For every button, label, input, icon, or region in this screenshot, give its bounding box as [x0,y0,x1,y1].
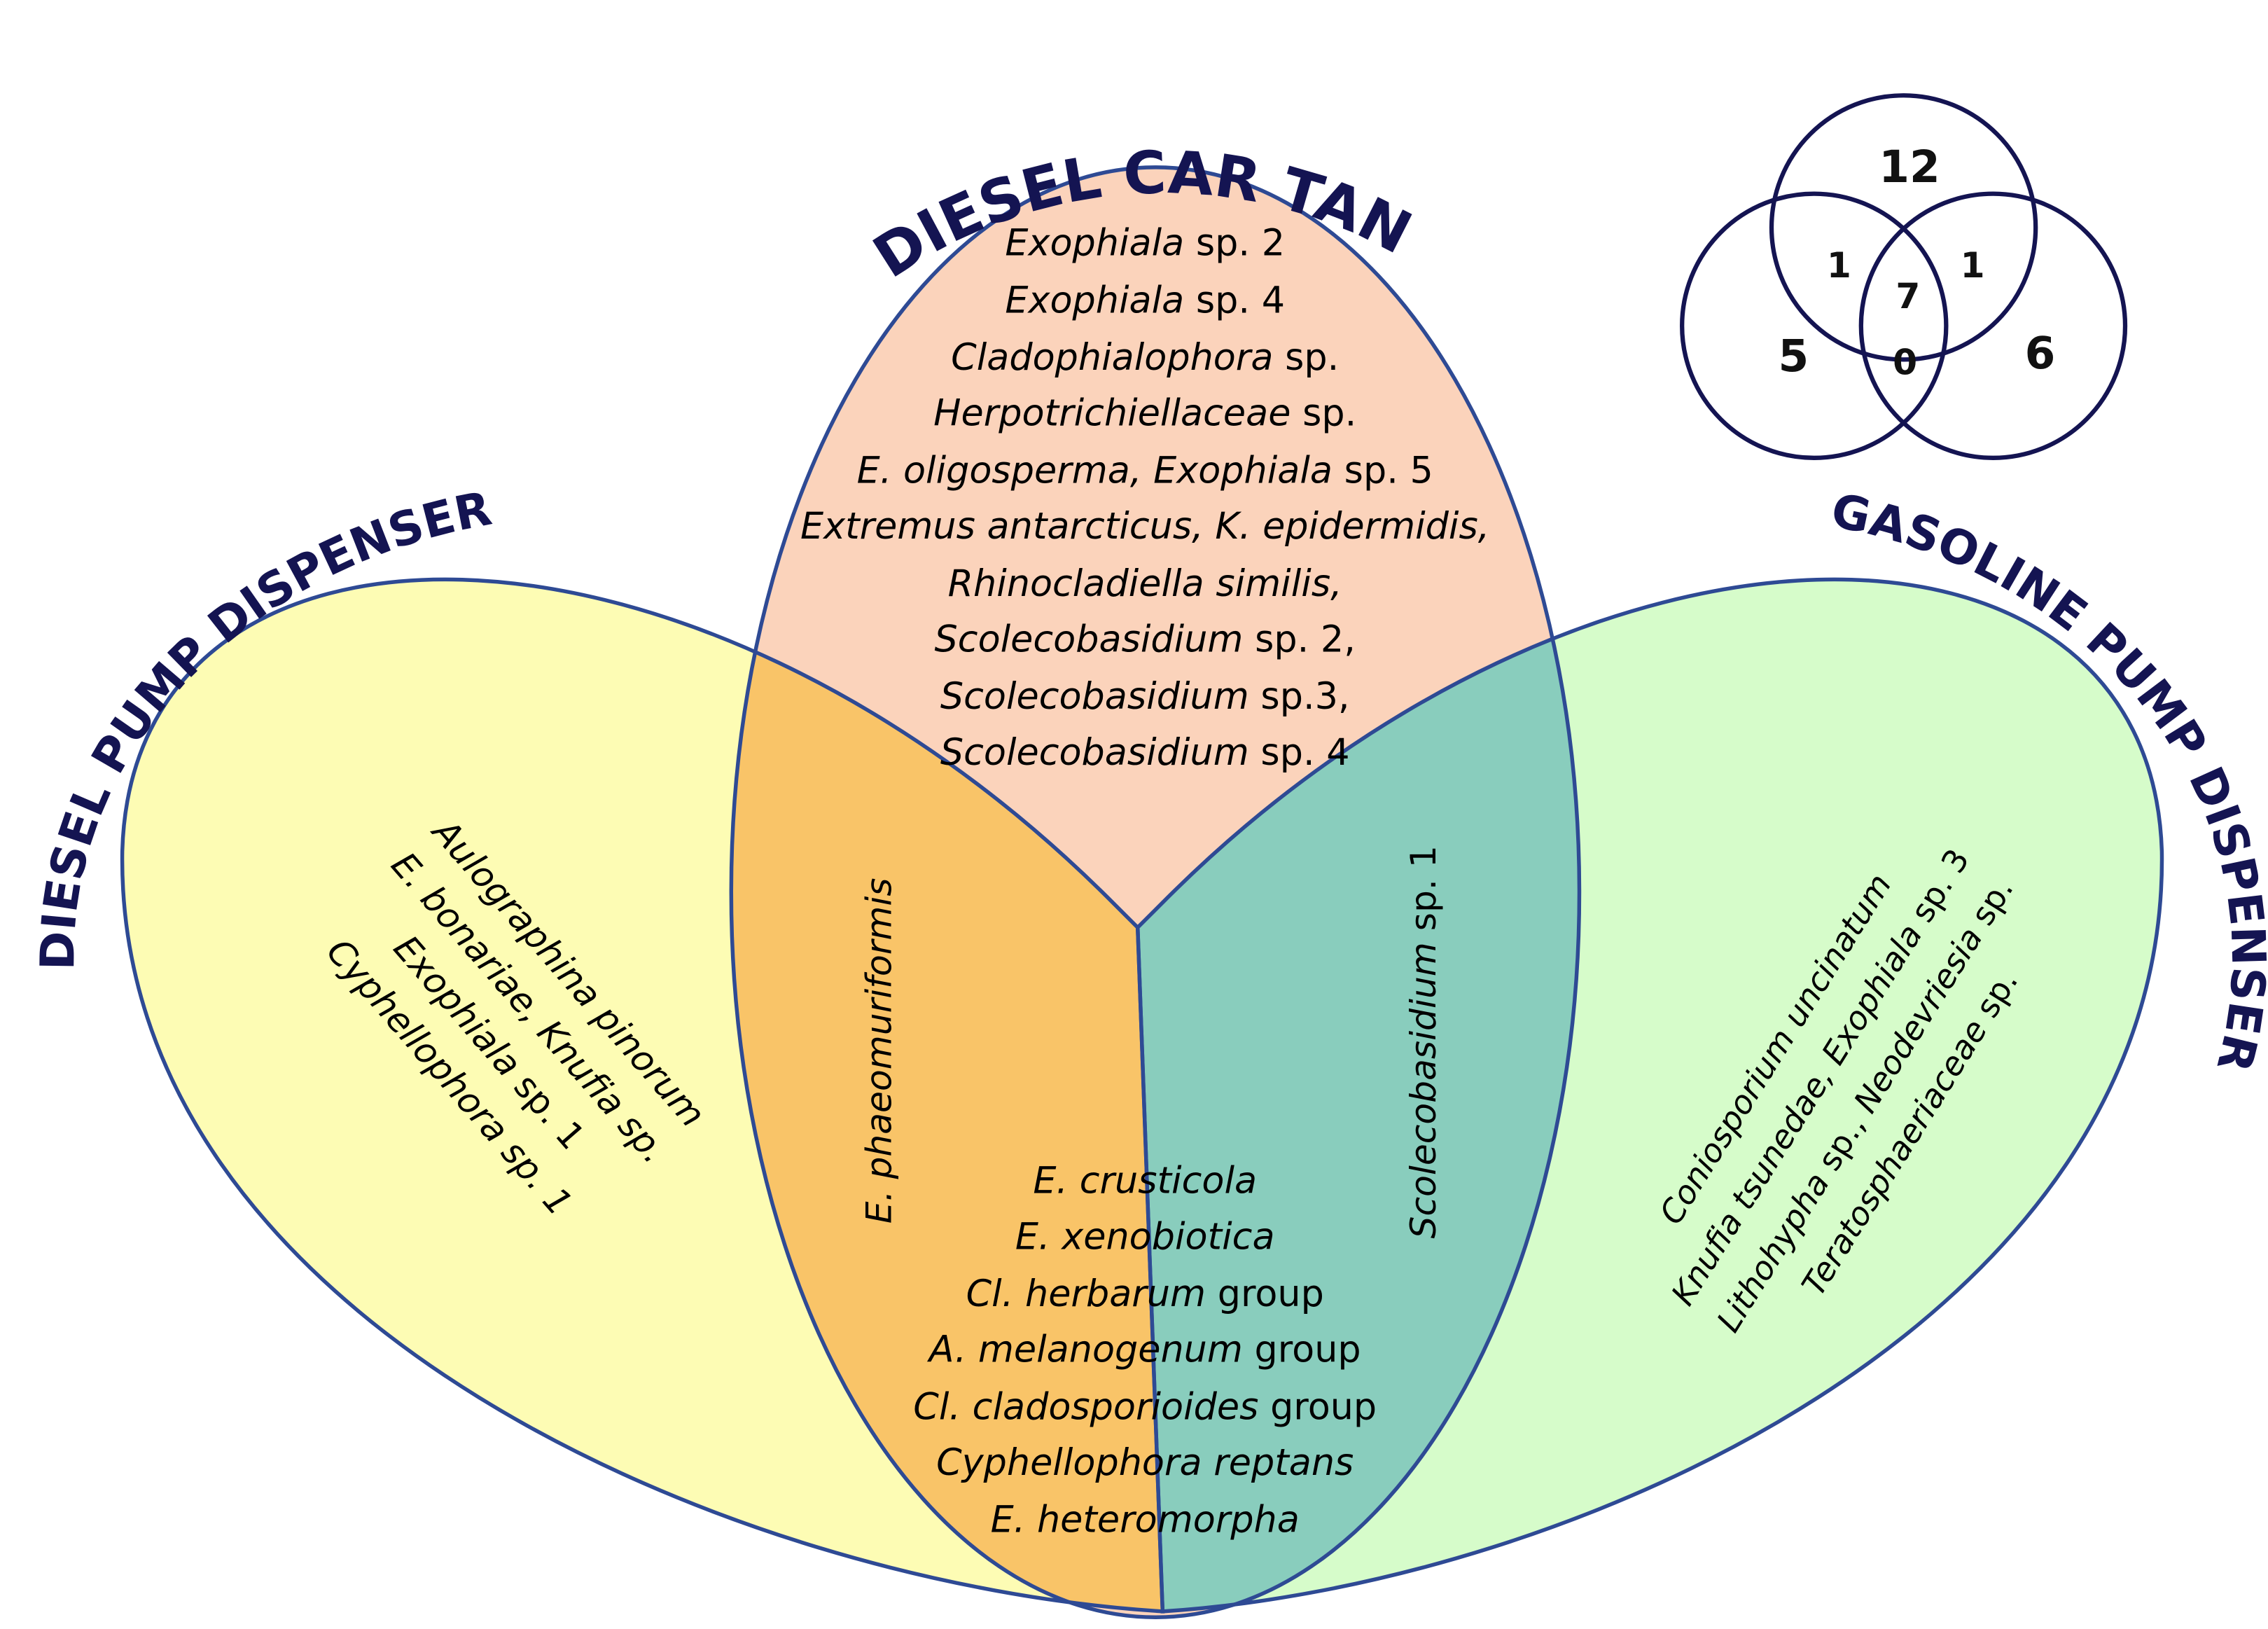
car-tank-species: Scolecobasidium sp. 4 [940,731,1350,774]
mini-venn: 12 5 6 1 1 7 0 [1680,93,2128,460]
center-species: Cl. cladosporioides group [913,1385,1377,1428]
center-species: E. heteromorpha [991,1499,1300,1541]
car-tank-species: E. oligosperma, Exophiala sp. 5 [857,449,1433,492]
car-tank-species: Exophiala sp. 4 [1005,279,1285,321]
mini-venn-right-circle [1858,191,2128,460]
car-tank-species: Exophiala sp. 2 [1005,222,1285,265]
center-species: E. xenobiotica [1015,1215,1275,1258]
mini-venn-right-count: 6 [2025,328,2056,379]
center-species: Cyphellophora reptans [936,1441,1354,1484]
mini-venn-left-circle [1680,191,1949,460]
mini-venn-top-count: 12 [1879,141,1940,193]
mini-venn-center-count: 7 [1895,275,1920,317]
car-tank-species: Rhinocladiella similis, [948,562,1342,605]
mini-venn-top-left-count: 1 [1827,244,1851,286]
mini-venn-top-circle [1769,93,2038,362]
mini-venn-top-right-count: 1 [1961,244,1985,286]
tank-gasoline-overlap-species: Scolecobasidium sp. 1 [1403,845,1444,1238]
car-tank-species: Scolecobasidium sp.3, [940,675,1350,718]
center-species: Cl. herbarum group [966,1273,1324,1315]
car-tank-species: Cladophialophora sp. [951,336,1339,379]
center-species: A. melanogenum group [927,1329,1361,1371]
mini-venn-left-count: 5 [1779,331,1809,382]
car-tank-species: Scolecobasidium sp. 2, [935,618,1356,660]
center-species: E. crusticola [1033,1160,1257,1202]
pump-tank-overlap-species: E. phaeomuriformis [858,878,900,1224]
car-tank-species-list: Exophiala sp. 2 Exophiala sp. 4 Cladophi… [800,222,1489,774]
car-tank-species: Herpotrichiellaceae sp. [933,392,1356,435]
mini-venn-left-right-count: 0 [1893,341,1917,382]
center-species-list: E. crusticola E. xenobiotica Cl. herbaru… [913,1160,1377,1541]
car-tank-species: Extremus antarcticus, K. epidermidis, [800,505,1489,548]
